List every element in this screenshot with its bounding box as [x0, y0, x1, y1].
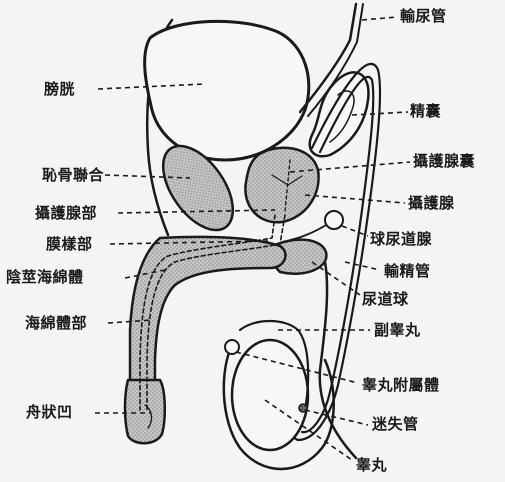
- label-bulbourethral-gland: 球尿道腺: [370, 230, 432, 248]
- bulbourethral-gland: [325, 211, 343, 229]
- label-seminal-vesicle: 精囊: [410, 102, 441, 120]
- label-urethral-bulb: 尿道球: [362, 290, 409, 308]
- leader-aberrant-duct: [305, 410, 368, 425]
- label-prostate: 攝護腺: [408, 194, 455, 212]
- label-prostatic-utricle: 攝護腺囊: [413, 152, 475, 170]
- testis: [232, 340, 308, 450]
- label-epididymis: 副睾丸: [374, 321, 421, 339]
- label-bladder: 膀胱: [44, 80, 75, 98]
- glans: [125, 380, 165, 443]
- leader-vas-deferens: [345, 262, 380, 270]
- label-vas-deferens: 輸精管: [384, 262, 431, 280]
- label-aberrant-duct: 迷失管: [372, 415, 419, 433]
- leader-prostate: [305, 195, 405, 203]
- label-testis: 睾丸: [356, 456, 387, 474]
- leader-ureter: [362, 17, 397, 20]
- label-pubic-symphysis: 恥骨聯合: [42, 166, 104, 184]
- bladder: [145, 21, 309, 160]
- label-prostatic-part: 攝護腺部: [35, 204, 97, 222]
- label-membranous-part: 膜樣部: [46, 235, 93, 253]
- label-corpus-cavernosum: 陰莖海綿體: [6, 268, 84, 286]
- label-appendix-testis: 睾丸附屬體: [362, 376, 440, 394]
- label-ureter: 輸尿管: [400, 7, 447, 25]
- label-navicular-fossa: 舟狀凹: [26, 403, 73, 421]
- label-spongy-part: 海綿體部: [25, 314, 87, 332]
